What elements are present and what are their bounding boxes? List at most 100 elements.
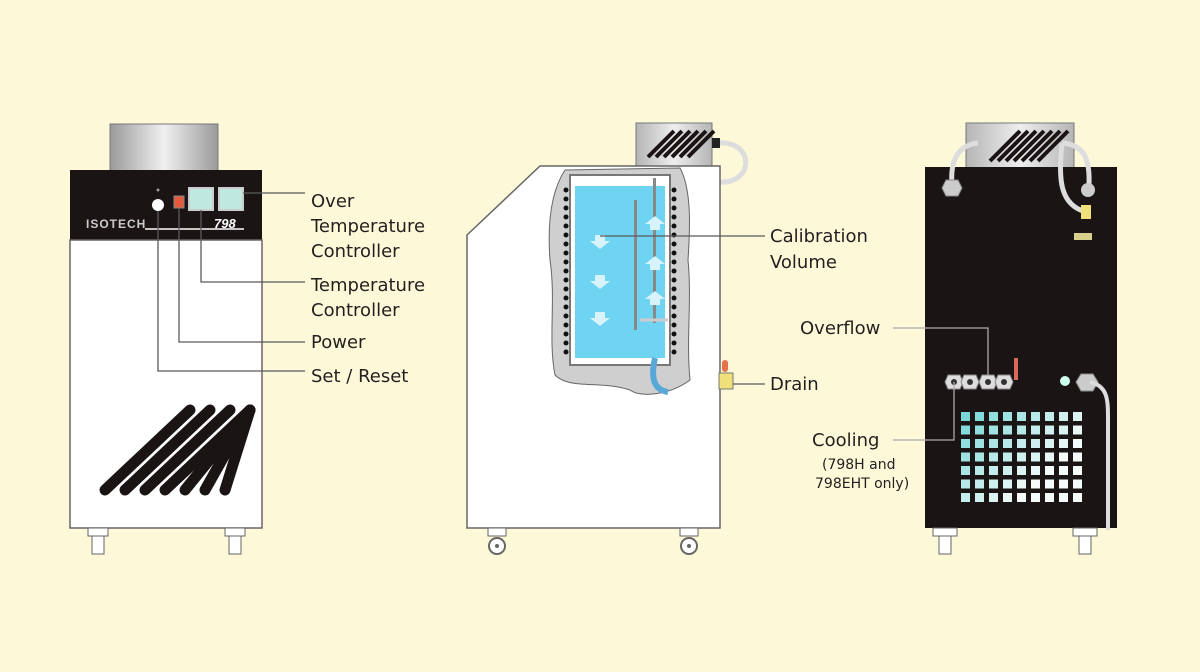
cooling-vent [1003,493,1012,502]
indicator [1060,376,1070,386]
cooling-vent [1017,479,1026,489]
flow-arrow-up [645,216,665,230]
heater-coil [563,340,569,346]
power-switch[interactable] [173,195,185,209]
cooling-vent [1003,439,1012,448]
drain-pipe [650,357,669,395]
cooling-vent [975,493,984,502]
cooling-vent [1031,412,1040,421]
heater-coil [563,259,569,265]
cooling-vent [1031,452,1040,462]
cooling-vent [1045,425,1054,435]
label-calibration-volume-2: Volume [770,252,837,273]
heater-coil [563,295,569,301]
heater-coil [563,214,569,220]
heater-coil [671,259,677,265]
cooling-vent [1045,452,1054,462]
cooling-vent [1017,452,1026,462]
cooling-vent [1045,466,1054,475]
heater-coil [671,277,677,283]
heater-coil [671,268,677,274]
cooling-vent [961,412,970,421]
heater-coil [671,250,677,256]
cooling-vent [989,466,998,475]
cooling-vent [1059,466,1068,475]
heater-coil [563,250,569,256]
cooling-vent [975,412,984,421]
temperature-controller[interactable] [188,187,214,211]
cooling-vent [1003,425,1012,435]
cooling-vent [1059,479,1068,489]
flow-arrow-down [590,235,610,249]
heater-coil [563,313,569,319]
heater-coil [563,349,569,355]
cooling-vent [1017,425,1026,435]
cooling-vent [1031,439,1040,448]
heater-coil [563,187,569,193]
cooling-vent [1045,493,1054,502]
cooling-vent [1045,412,1054,421]
heater-coil [563,331,569,337]
label-set-reset: Set / Reset [311,366,408,387]
heater-coil [671,322,677,328]
heater-coil [671,349,677,355]
heater-coil [563,223,569,229]
vent-grille [99,404,256,496]
grille-slat [219,404,256,496]
heater-coil [563,268,569,274]
label-temperature-controller-2: Controller [311,300,400,321]
label-over-temperature-controller: Over [311,191,355,212]
cooling-vent [1003,412,1012,421]
heater-coil [671,340,677,346]
heater-coil [671,196,677,202]
flow-arrow-down [590,275,610,289]
caster-left [87,527,109,555]
rear-view-unit [925,122,1117,555]
front-view-unit: ISOTECH 798 [69,123,263,555]
heater-coil [563,241,569,247]
fan-slat [678,129,708,159]
cooling-vent [975,452,984,462]
cooling-vent [1073,412,1082,421]
heater-coil [671,331,677,337]
flow-arrow-down [590,312,610,326]
over-temperature-controller[interactable] [218,187,244,211]
fan-slat [1020,129,1054,163]
label-cooling: Cooling [812,430,879,451]
cooling-vent [975,479,984,489]
heater-coil [563,304,569,310]
cooling-vent [1031,466,1040,475]
cooling-vent [989,493,998,502]
set-reset-button[interactable] [152,199,164,211]
hose-port-hole [985,379,991,385]
heater-coil [671,295,677,301]
cooling-vent [1003,466,1012,475]
fan-slat [654,129,684,159]
fan-slat [1028,129,1062,163]
heater-coil [671,286,677,292]
fan-slat [646,129,676,159]
cooling-vent [989,452,998,462]
hose-port-hole [967,379,973,385]
hose-port-hole [1001,379,1007,385]
heater-coil [671,241,677,247]
heater-coil [671,223,677,229]
grille-slat [99,404,196,496]
cooling-vent [989,412,998,421]
fan-slat [996,129,1030,163]
caster-right [1072,527,1098,555]
caster-right [224,527,246,555]
label-cooling-note: (798H and [822,457,896,473]
cooling-vent [1003,452,1012,462]
label-temperature-controller: Temperature [310,275,425,296]
label-calibration-volume: Calibration [770,226,868,247]
heater-coil [671,205,677,211]
cooling-vent [961,439,970,448]
label-overflow: Overflow [800,318,880,339]
label-cooling-note-2: 798EHT only) [815,476,909,492]
drain-valve[interactable] [718,360,734,390]
cooling-vent [1073,466,1082,475]
label-drain: Drain [770,374,819,395]
cooling-vent [975,425,984,435]
cooling-vent [961,452,970,462]
